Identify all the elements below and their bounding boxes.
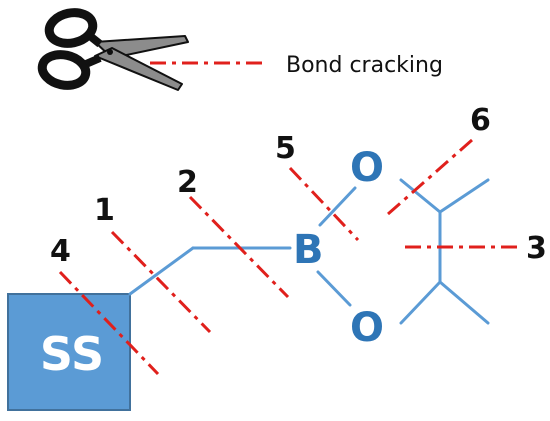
- cut-line-4: [58, 270, 160, 376]
- site-number-1: 1: [94, 193, 115, 228]
- atom-oxygen-bottom: O: [350, 305, 384, 351]
- bond-o-c-bottom: [399, 280, 442, 325]
- scissors-pivot: [107, 49, 113, 55]
- atom-boron: B: [293, 227, 324, 273]
- site-number-6: 6: [470, 103, 491, 138]
- bond-c-methyl-top-right: [438, 178, 490, 214]
- site-number-5: 5: [275, 131, 296, 166]
- cut-line-2: [188, 195, 290, 299]
- substrate-block: [7, 293, 131, 411]
- scissors-blade-lower: [94, 47, 183, 91]
- atom-oxygen-top: O: [350, 145, 384, 191]
- cut-line-6: [387, 138, 473, 216]
- bond-o-c-top: [399, 178, 442, 214]
- site-number-2: 2: [177, 165, 198, 200]
- legend-label: Bond cracking: [286, 53, 443, 78]
- substrate-label: SS: [40, 327, 104, 381]
- bond-ss-c: [128, 246, 195, 296]
- site-number-3: 3: [526, 231, 547, 266]
- site-number-4: 4: [50, 234, 71, 269]
- scissors-handle-lower: [37, 50, 91, 90]
- cut-lines: [58, 138, 518, 376]
- bond-b-o-bottom: [316, 270, 352, 307]
- bond-c-methyl-bottom-right: [438, 280, 490, 325]
- scissors-handle-upper: [44, 8, 98, 48]
- scissors-icon: [37, 8, 189, 91]
- cut-line-1: [110, 230, 212, 334]
- bond-b-o-top: [318, 186, 357, 227]
